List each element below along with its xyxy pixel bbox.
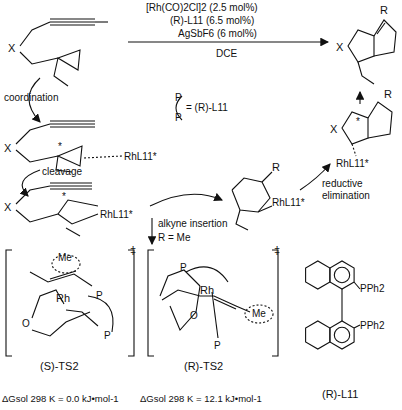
structure-label: X — [330, 123, 337, 135]
solvent: DCE — [216, 48, 237, 60]
metallacycle-structure — [232, 172, 272, 230]
ring-stroke — [306, 261, 330, 289]
structure-label: P — [104, 330, 111, 342]
structure-label: RhL11* — [336, 158, 369, 170]
substrate-structure — [20, 19, 108, 86]
structure-label: R = Me — [158, 232, 191, 244]
structure-label: X — [8, 42, 15, 54]
rhodacycle-structure — [16, 183, 98, 236]
structure-label: X — [336, 41, 343, 53]
complex-structure — [342, 102, 392, 156]
structure-label: O — [22, 318, 30, 330]
reaction-arrow — [128, 41, 328, 42]
structure-label: * — [58, 141, 62, 153]
structure-label: * — [356, 116, 360, 128]
ligand-structure — [306, 261, 360, 349]
structure-label: ‡ — [274, 244, 280, 256]
structure-label: Me — [252, 308, 266, 320]
structure-label: alkyne insertion — [158, 218, 227, 230]
structure-label: ‡ — [130, 244, 136, 256]
structure-label: RhL11* — [272, 197, 305, 209]
structure-label: R — [272, 161, 280, 173]
structure-label: cleavage — [42, 166, 82, 178]
complex-structure — [16, 121, 122, 172]
reagent: (R)-L11 (6.5 mol%) — [170, 15, 254, 27]
structure-label: ΔGsol 298 K = 0.0 kJ•mol-1 — [2, 393, 119, 405]
structure-label: reductive elimination — [322, 178, 392, 202]
structure-label: R — [380, 4, 388, 16]
ring-stroke — [306, 321, 330, 349]
product-structure — [348, 20, 396, 84]
structure-label: ΔGsol 298 K = 12.1 kJ•mol-1 — [140, 393, 262, 405]
structure-label: = (R)-L11 — [186, 102, 228, 114]
structure-label: * — [62, 191, 66, 203]
structure-label: coordination — [4, 92, 58, 104]
structure-label: P — [175, 112, 182, 124]
ring-stroke — [334, 267, 349, 282]
structure-label: Rh — [200, 284, 214, 296]
reagent: [Rh(CO)2Cl]2 (2.5 mol%) — [146, 2, 258, 14]
structure-label: X — [4, 201, 11, 213]
structure-label: PPh2 — [360, 320, 384, 332]
structure-label: Me — [58, 252, 72, 264]
ring-stroke — [330, 321, 354, 349]
structure-label: (S)-TS2 — [40, 360, 79, 372]
structure-label: (R)-TS2 — [184, 360, 223, 372]
ring-stroke — [334, 327, 349, 342]
structure-label: PPh2 — [360, 283, 384, 295]
structure-label: P — [180, 262, 187, 274]
reagent: AgSbF6 (6 mol%) — [178, 28, 257, 40]
structure-label: R — [384, 88, 392, 100]
structure-label: RhL11* — [124, 151, 157, 163]
structure-label: Rh — [56, 292, 70, 304]
transition-state-drawing — [148, 250, 278, 356]
structure-label: P — [214, 340, 221, 352]
structure-label: P — [175, 92, 182, 104]
ring-stroke — [330, 261, 354, 289]
structure-label: X — [4, 142, 11, 154]
structure-label: P — [96, 290, 103, 302]
structure-label: O — [190, 310, 198, 322]
transition-state-drawing — [6, 250, 134, 356]
structure-label: RhL11* — [100, 209, 133, 221]
structure-label: (R)-L11 — [322, 388, 358, 400]
